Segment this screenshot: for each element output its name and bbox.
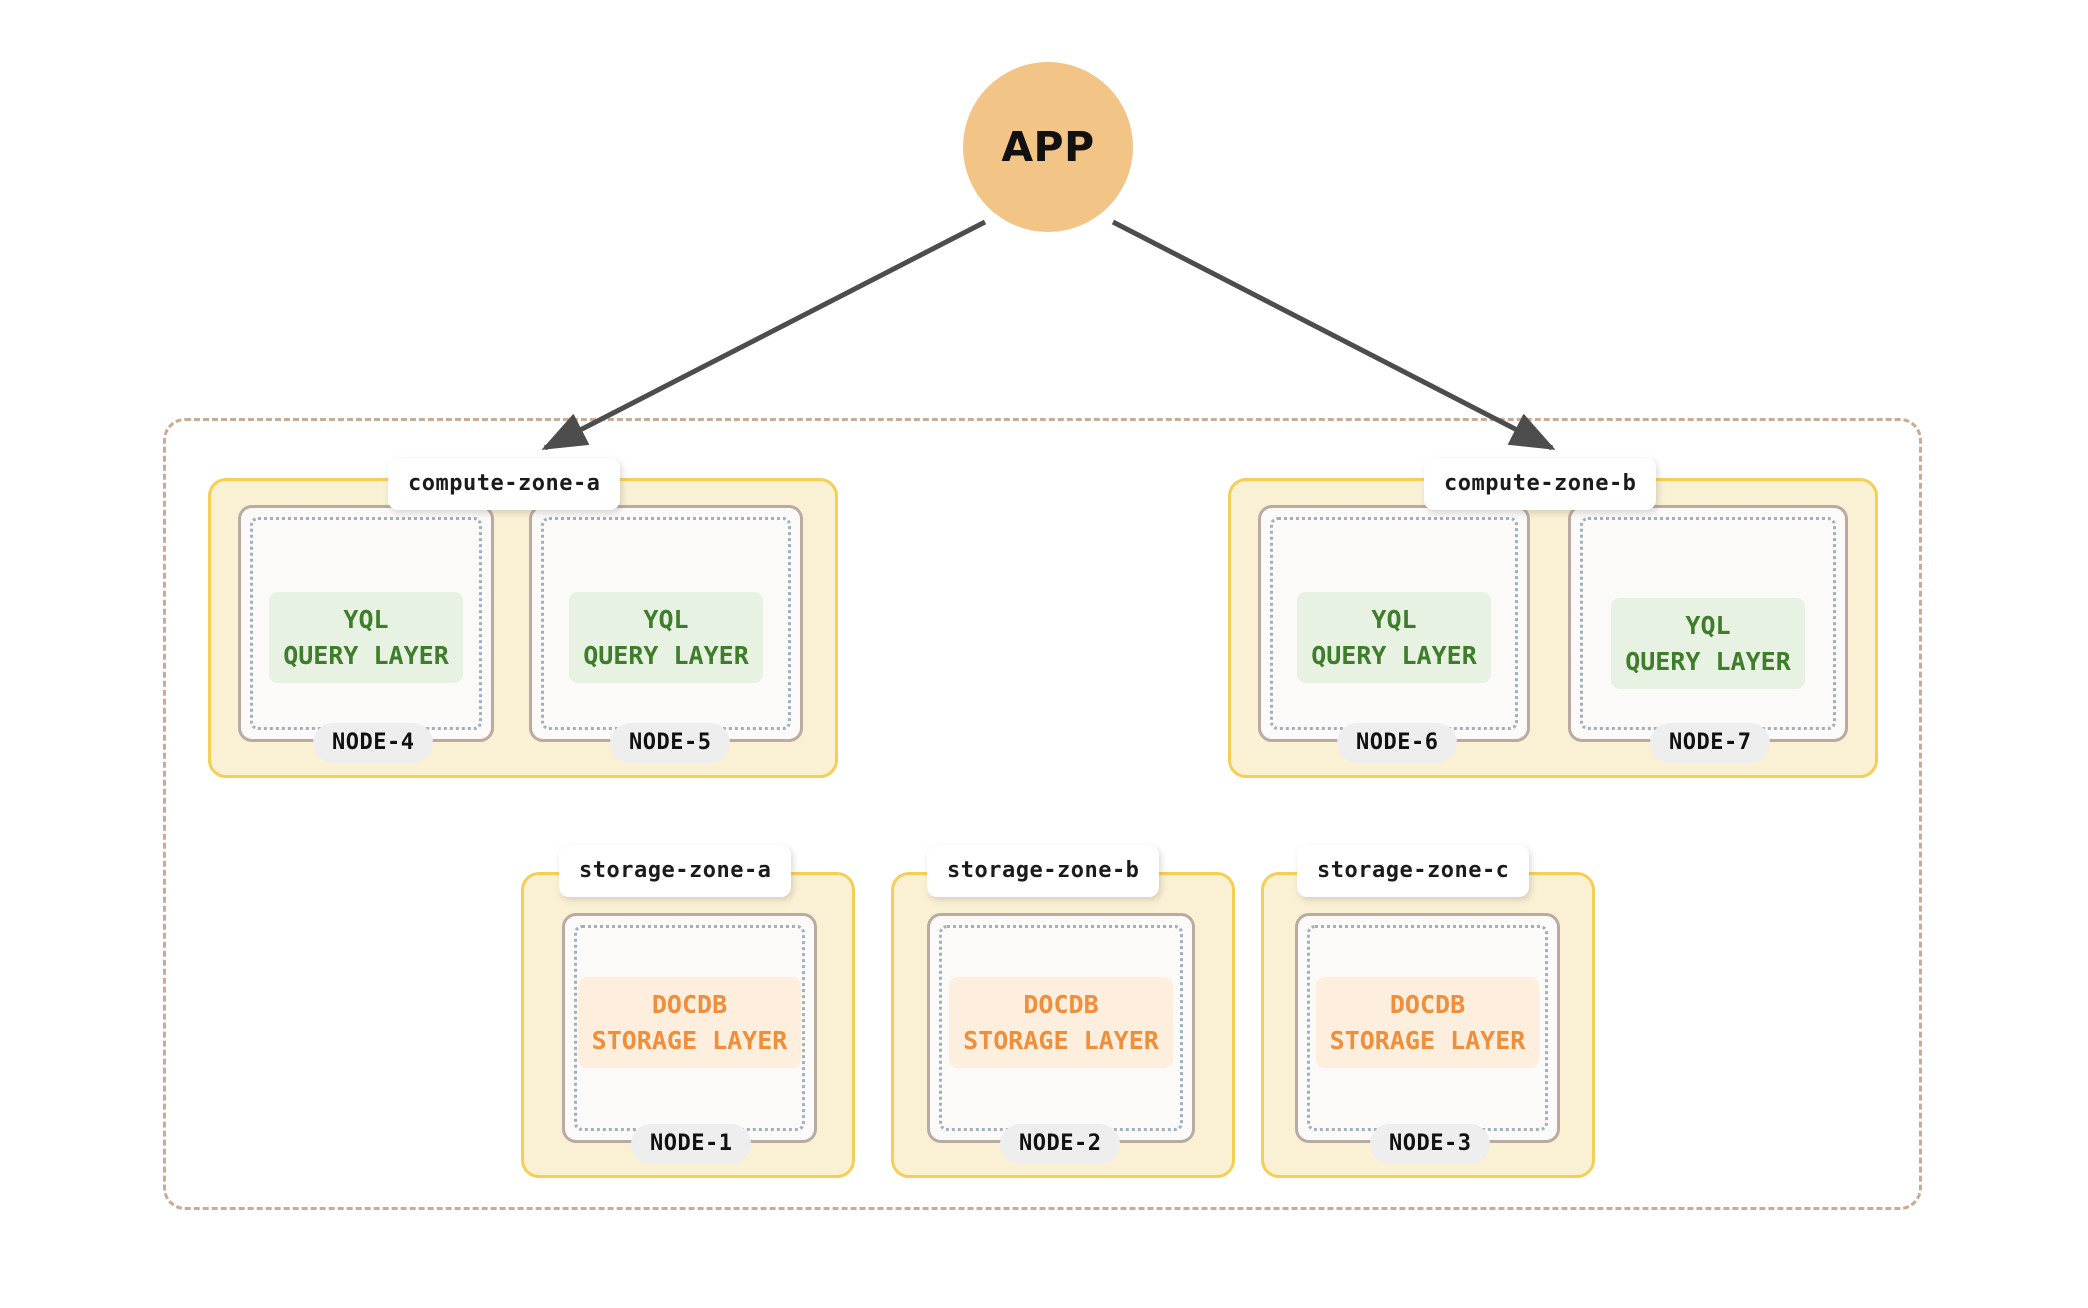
node-6-inner: YQL QUERY LAYER: [1270, 517, 1518, 730]
node-6-pill: NODE-6: [1337, 723, 1458, 763]
node-7-layer-line1: YQL: [1685, 611, 1731, 640]
app-node-label: APP: [1001, 123, 1095, 171]
node-1-inner: DOCDB STORAGE LAYER: [574, 925, 805, 1131]
zone-label-storage-zone-a: storage-zone-a: [559, 845, 792, 897]
node-1-layer-badge: DOCDB STORAGE LAYER: [577, 977, 802, 1068]
node-7-inner: YQL QUERY LAYER: [1580, 517, 1836, 730]
node-4-layer-line1: YQL: [343, 605, 389, 634]
node-1-layer-line2: STORAGE LAYER: [591, 1025, 788, 1055]
node-4-layer-badge: YQL QUERY LAYER: [269, 592, 463, 683]
node-7-layer-line2: QUERY LAYER: [1625, 646, 1791, 676]
zone-label-compute-zone-a: compute-zone-a: [388, 458, 621, 510]
node-3[interactable]: DOCDB STORAGE LAYER: [1295, 913, 1560, 1143]
node-2[interactable]: DOCDB STORAGE LAYER: [927, 913, 1195, 1143]
node-3-pill: NODE-3: [1370, 1124, 1491, 1164]
node-5-inner: YQL QUERY LAYER: [541, 517, 791, 730]
node-5-layer-line1: YQL: [643, 605, 689, 634]
zone-label-storage-zone-c: storage-zone-c: [1297, 845, 1530, 897]
node-1-pill: NODE-1: [631, 1124, 752, 1164]
node-6[interactable]: YQL QUERY LAYER: [1258, 505, 1530, 742]
app-node[interactable]: APP: [963, 62, 1133, 232]
node-3-layer-line2: STORAGE LAYER: [1329, 1025, 1526, 1055]
node-7-pill: NODE-7: [1650, 723, 1771, 763]
node-4-layer-line2: QUERY LAYER: [283, 640, 449, 670]
node-5-pill: NODE-5: [610, 723, 731, 763]
node-6-layer-line1: YQL: [1371, 605, 1417, 634]
zone-label-compute-zone-b: compute-zone-b: [1424, 458, 1657, 510]
node-6-layer-line2: QUERY LAYER: [1311, 640, 1477, 670]
node-5-layer-line2: QUERY LAYER: [583, 640, 749, 670]
node-5-layer-badge: YQL QUERY LAYER: [569, 592, 763, 683]
node-1-layer-line1: DOCDB: [651, 990, 728, 1019]
node-3-layer-line1: DOCDB: [1389, 990, 1466, 1019]
node-2-layer-line1: DOCDB: [1023, 990, 1099, 1019]
connector-app-to-compute-zone-b: [1111, 219, 1556, 451]
cluster-boundary: [163, 418, 1922, 1210]
node-3-layer-badge: DOCDB STORAGE LAYER: [1315, 977, 1540, 1068]
node-2-layer-line2: STORAGE LAYER: [963, 1025, 1159, 1055]
node-4-pill: NODE-4: [313, 723, 434, 763]
node-7-layer-badge: YQL QUERY LAYER: [1611, 598, 1805, 689]
node-2-layer-badge: DOCDB STORAGE LAYER: [949, 977, 1173, 1068]
node-2-pill: NODE-2: [1000, 1124, 1121, 1164]
zone-label-storage-zone-b: storage-zone-b: [927, 845, 1160, 897]
node-5[interactable]: YQL QUERY LAYER: [529, 505, 803, 742]
node-7[interactable]: YQL QUERY LAYER: [1568, 505, 1848, 742]
connector-app-to-compute-zone-a: [541, 219, 987, 451]
node-4-inner: YQL QUERY LAYER: [250, 517, 482, 730]
node-6-layer-badge: YQL QUERY LAYER: [1297, 592, 1491, 683]
node-2-inner: DOCDB STORAGE LAYER: [939, 925, 1183, 1131]
node-3-inner: DOCDB STORAGE LAYER: [1307, 925, 1548, 1131]
node-1[interactable]: DOCDB STORAGE LAYER: [562, 913, 817, 1143]
node-4[interactable]: YQL QUERY LAYER: [238, 505, 494, 742]
